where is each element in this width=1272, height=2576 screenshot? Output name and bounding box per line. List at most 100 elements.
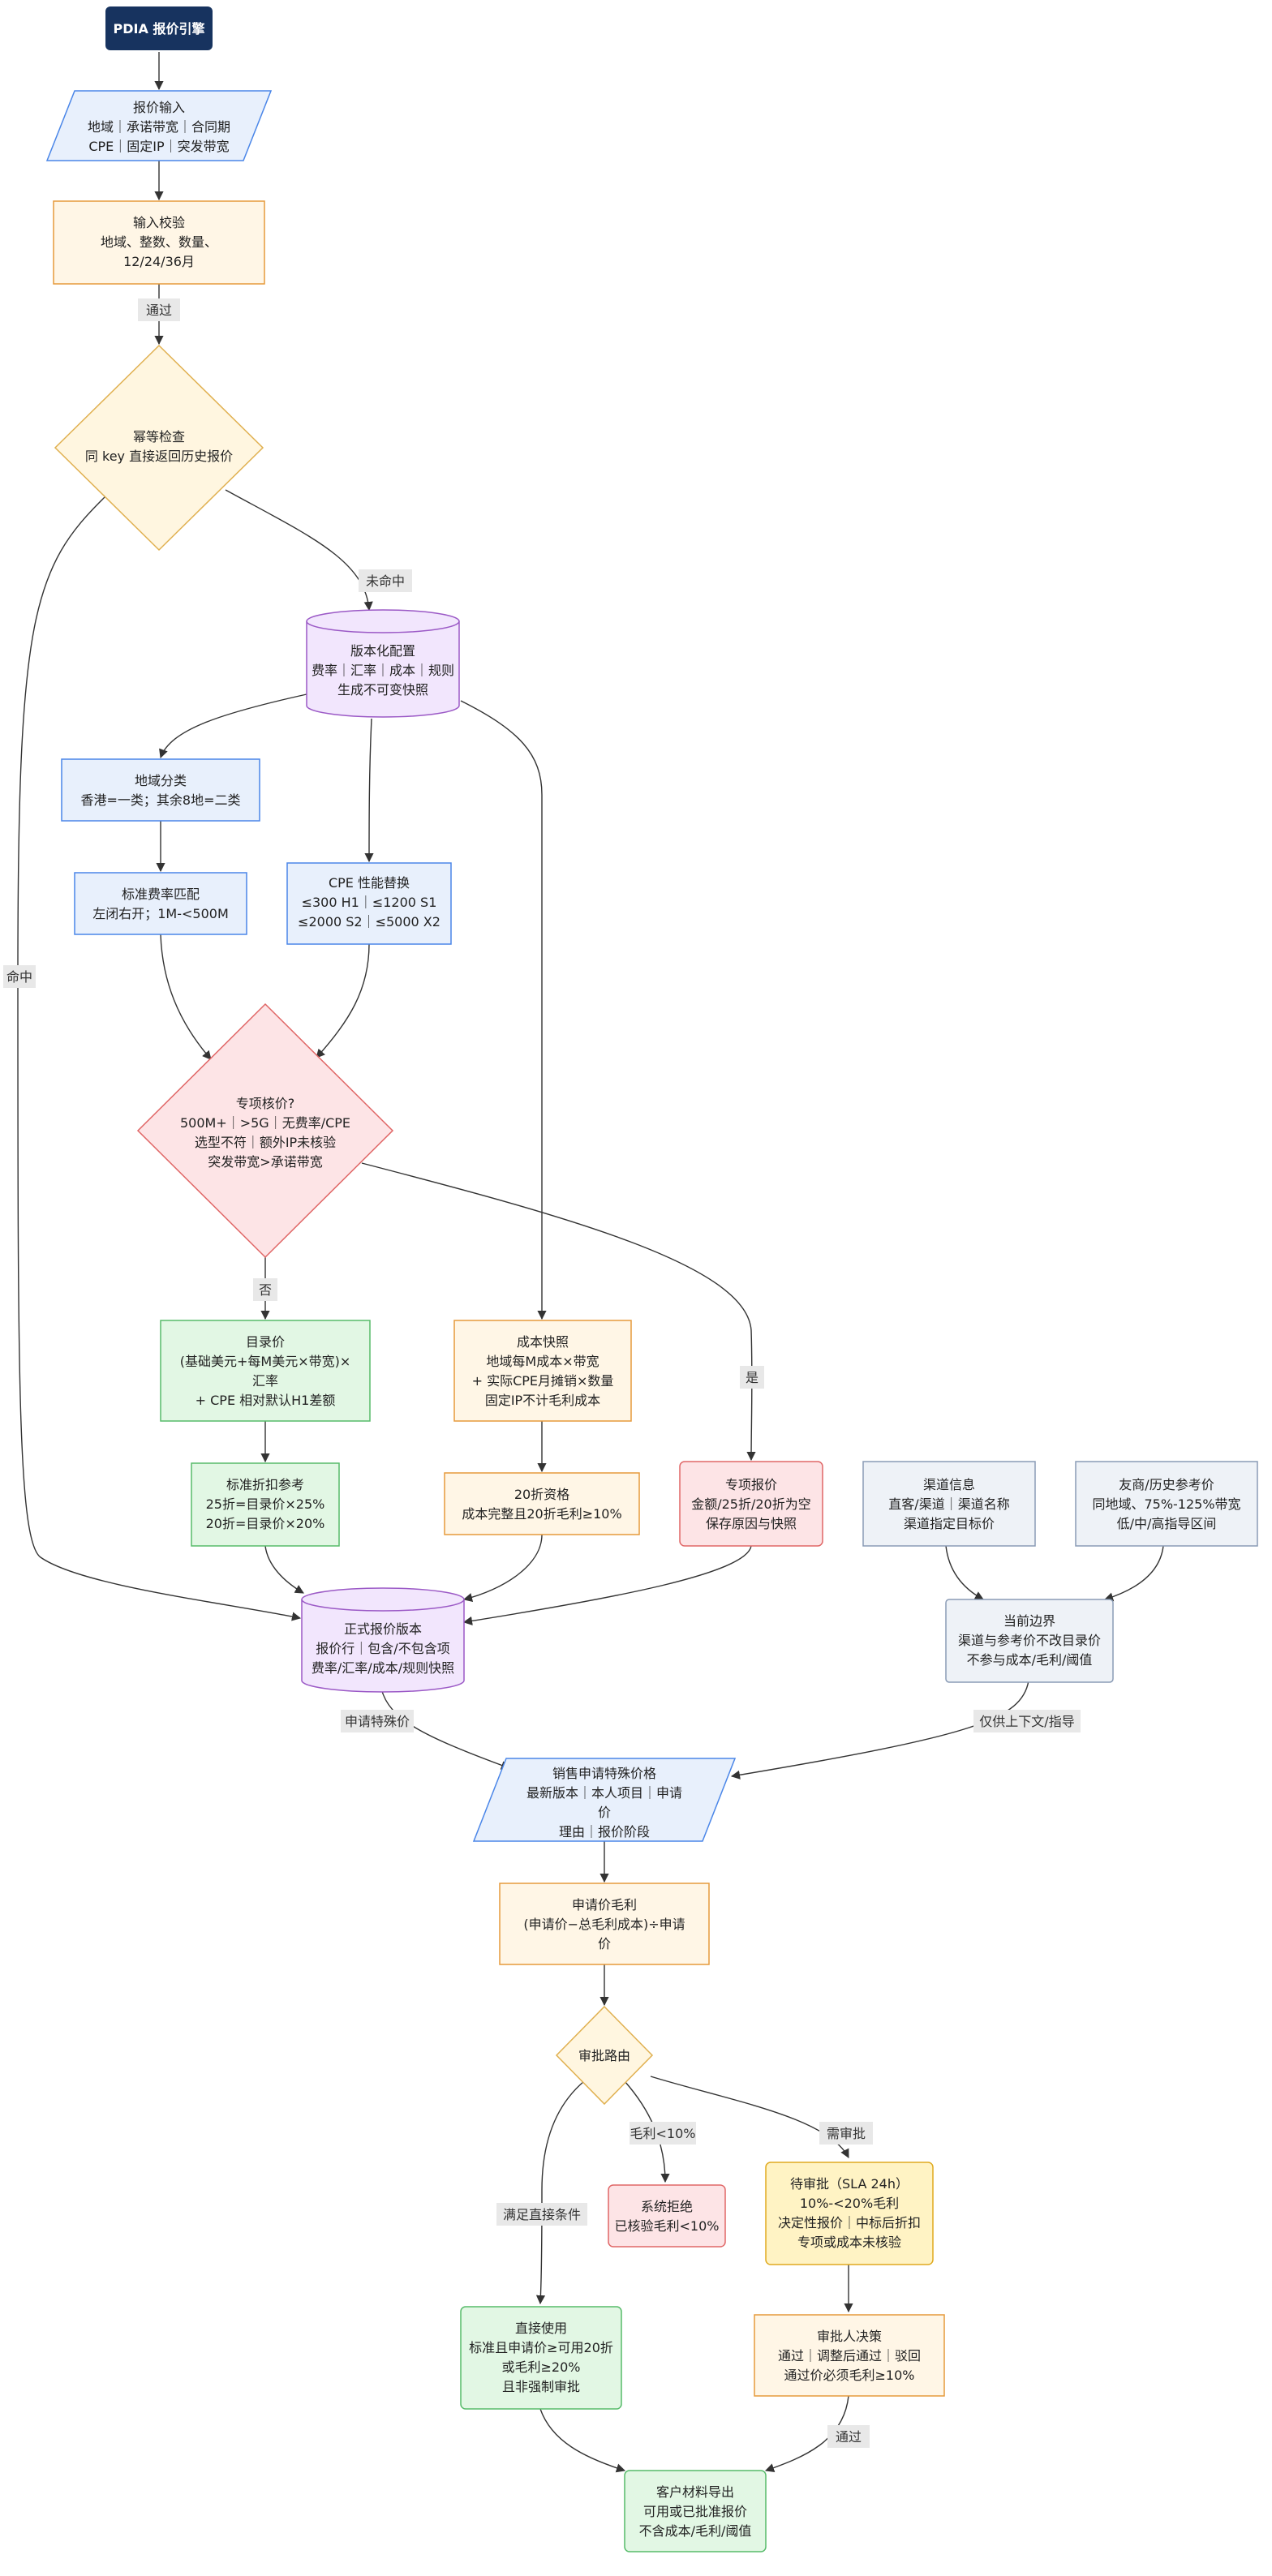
edge-config-to-cost [460,700,547,1320]
svg-text:10%-<20%毛利: 10%-<20%毛利 [800,2196,899,2211]
competitor-node: 友商/历史参考价 同地域、75%-125%带宽 低/中/高指导区间 [1075,1461,1258,1547]
svg-text:(基础美元+每M美元×带宽)×: (基础美元+每M美元×带宽)× [180,1354,351,1369]
svg-text:申请特殊价: 申请特殊价 [345,1714,410,1729]
svg-text:满足直接条件: 满足直接条件 [503,2207,581,2222]
svg-text:标准折扣参考: 标准折扣参考 [226,1477,304,1492]
edge-special-yes-to-specialquote [361,1162,756,1462]
svg-text:左闭右开；1M-<500M: 左闭右开；1M-<500M [92,906,229,921]
svg-text:通过: 通过 [836,2429,862,2445]
svg-text:渠道与参考价不改目录价: 渠道与参考价不改目录价 [958,1633,1101,1648]
svg-text:仅供上下文/指导: 仅供上下文/指导 [979,1714,1074,1729]
svg-text:直客/渠道｜渠道名称: 直客/渠道｜渠道名称 [888,1496,1009,1512]
formal-quote-node: 正式报价版本 报价行｜包含/不包含项 费率/汇率/成本/规则快照 [301,1587,465,1693]
edge-label-miss: 未命中 [359,569,412,592]
request-margin-node: 申请价毛利 (申请价−总毛利成本)÷申请 价 [499,1883,710,1965]
cost-snapshot-node: 成本快照 地域每M成本×带宽 + 实际CPE月摊销×数量 固定IP不计毛利成本 [453,1320,632,1422]
approver-decision-node: 审批人决策 通过｜调整后通过｜驳回 通过价必须毛利≥10% [754,2314,945,2397]
special-check-node: 专项核价? 500M+｜>5G｜无费率/CPE 选型不符｜额外IP未核验 突发带… [136,1002,394,1259]
svg-text:12/24/36月: 12/24/36月 [123,254,195,269]
edge-route-to-direct [535,2080,585,2305]
edges [17,52,1164,2473]
region-node: 地域分类 香港=一类；其余8地=二类 [61,758,260,822]
svg-text:PDIA 报价引擎: PDIA 报价引擎 [114,21,206,36]
edge-label-approved: 通过 [827,2425,870,2448]
edge-idempotent-hit-to-formal [17,496,302,1621]
special-request-node: 销售申请特殊价格 最新版本｜本人项目｜申请 价 理由｜报价阶段 [472,1758,737,1842]
svg-text:不参与成本/毛利/阈值: 不参与成本/毛利/阈值 [967,1652,1093,1668]
svg-text:报价输入: 报价输入 [133,100,185,115]
validate-node: 输入校验 地域、整数、数量、 12/24/36月 [53,200,265,285]
svg-text:友商/历史参考价: 友商/历史参考价 [1119,1477,1214,1492]
svg-text:目录价: 目录价 [246,1334,285,1350]
edge-channel-to-boundary [945,1545,984,1600]
svg-text:保存原因与快照: 保存原因与快照 [706,1516,797,1531]
edge-qual20-to-formal [462,1534,543,1602]
svg-text:价: 价 [598,1936,611,1951]
svg-text:系统拒绝: 系统拒绝 [641,2199,693,2214]
svg-text:+ 实际CPE月摊销×数量: + 实际CPE月摊销×数量 [472,1373,614,1389]
pending-approval-node: 待审批（SLA 24h） 10%-<20%毛利 决定性报价｜中标后折扣 专项或成… [765,2162,934,2265]
svg-text:通过: 通过 [146,303,172,318]
svg-text:专项报价: 专项报价 [725,1477,777,1492]
svg-text:成本完整且20折毛利≥10%: 成本完整且20折毛利≥10% [462,1506,621,1522]
svg-text:费率｜汇率｜成本｜规则: 费率｜汇率｜成本｜规则 [312,663,454,678]
svg-text:价: 价 [598,1805,611,1820]
svg-text:同 key 直接返回历史报价: 同 key 直接返回历史报价 [85,449,233,464]
svg-text:生成不可变快照: 生成不可变快照 [337,682,428,698]
svg-text:CPE｜固定IP｜突发带宽: CPE｜固定IP｜突发带宽 [88,139,229,154]
svg-text:选型不符｜额外IP未核验: 选型不符｜额外IP未核验 [195,1135,336,1150]
svg-text:销售申请特殊价格: 销售申请特殊价格 [552,1766,656,1781]
edge-label-hit: 命中 [3,965,36,988]
svg-text:香港=一类；其余8地=二类: 香港=一类；其余8地=二类 [81,792,241,808]
svg-text:固定IP不计毛利成本: 固定IP不计毛利成本 [485,1393,600,1408]
svg-text:成本快照: 成本快照 [517,1334,569,1350]
svg-text:毛利<10%: 毛利<10% [630,2126,696,2141]
svg-text:可用或已批准报价: 可用或已批准报价 [643,2504,747,2519]
edge-ratematch-to-special [160,934,212,1060]
svg-text:≤300 H1｜≤1200 S1: ≤300 H1｜≤1200 S1 [302,895,437,910]
svg-text:或毛利≥20%: 或毛利≥20% [502,2359,581,2375]
edge-label-pass: 通过 [138,298,180,321]
nodes: PDIA 报价引擎 报价输入 地域｜承诺带宽｜合同期 CPE｜固定IP｜突发带宽… [45,6,1258,2552]
edge-boundary-to-request [730,1680,1029,1780]
svg-text:20折资格: 20折资格 [514,1487,569,1502]
svg-text:500M+｜>5G｜无费率/CPE: 500M+｜>5G｜无费率/CPE [180,1115,350,1131]
edge-config-to-region [159,693,307,759]
svg-text:费率/汇率/成本/规则快照: 费率/汇率/成本/规则快照 [312,1660,454,1676]
edge-label-yes: 是 [740,1366,764,1389]
edge-label-context-only: 仅供上下文/指导 [973,1710,1081,1732]
edge-specialquote-to-formal [462,1545,752,1625]
svg-text:需审批: 需审批 [827,2126,866,2141]
svg-text:客户材料导出: 客户材料导出 [656,2484,734,2500]
title-node: PDIA 报价引擎 [105,6,213,50]
direct-use-node: 直接使用 标准且申请价≥可用20折 或毛利≥20% 且非强制审批 [460,2306,622,2410]
svg-text:(申请价−总毛利成本)÷申请: (申请价−总毛利成本)÷申请 [523,1917,685,1932]
svg-text:不含成本/毛利/阈值: 不含成本/毛利/阈值 [639,2523,752,2539]
versioned-config-node: 版本化配置 费率｜汇率｜成本｜规则 生成不可变快照 [306,609,460,718]
input-node: 报价输入 地域｜承诺带宽｜合同期 CPE｜固定IP｜突发带宽 [45,90,273,161]
svg-text:决定性报价｜中标后折扣: 决定性报价｜中标后折扣 [778,2215,921,2230]
svg-text:同地域、75%-125%带宽: 同地域、75%-125%带宽 [1092,1496,1240,1512]
svg-text:是: 是 [746,1370,758,1385]
channel-info-node: 渠道信息 直客/渠道｜渠道名称 渠道指定目标价 [862,1461,1036,1547]
svg-text:专项核价?: 专项核价? [236,1096,295,1111]
svg-text:20折=目录价×20%: 20折=目录价×20% [206,1516,325,1531]
svg-text:正式报价版本: 正式报价版本 [344,1621,422,1637]
svg-text:理由｜报价阶段: 理由｜报价阶段 [559,1824,650,1840]
edge-route-to-pending [650,2076,849,2158]
special-quote-node: 专项报价 金额/25折/20折为空 保存原因与快照 [679,1461,823,1547]
edge-idempotent-to-config [225,489,373,612]
edge-config-to-cpe [364,718,374,863]
edge-approver-to-export [764,2395,849,2472]
discount-ref-node: 标准折扣参考 25折=目录价×25% 20折=目录价×20% [191,1462,340,1547]
svg-text:地域、整数、数量、: 地域、整数、数量、 [101,234,217,250]
svg-text:CPE 性能替换: CPE 性能替换 [329,875,410,891]
qual-20-node: 20折资格 成本完整且20折毛利≥10% [444,1472,640,1535]
svg-text:报价行｜包含/不包含项: 报价行｜包含/不包含项 [316,1641,449,1656]
edge-discount-to-formal [264,1545,304,1594]
svg-text:审批人决策: 审批人决策 [817,2329,882,2344]
svg-text:已核验毛利<10%: 已核验毛利<10% [615,2218,720,2234]
edge-competitor-to-boundary [1103,1545,1164,1602]
auto-reject-node: 系统拒绝 已核验毛利<10% [608,2184,726,2248]
